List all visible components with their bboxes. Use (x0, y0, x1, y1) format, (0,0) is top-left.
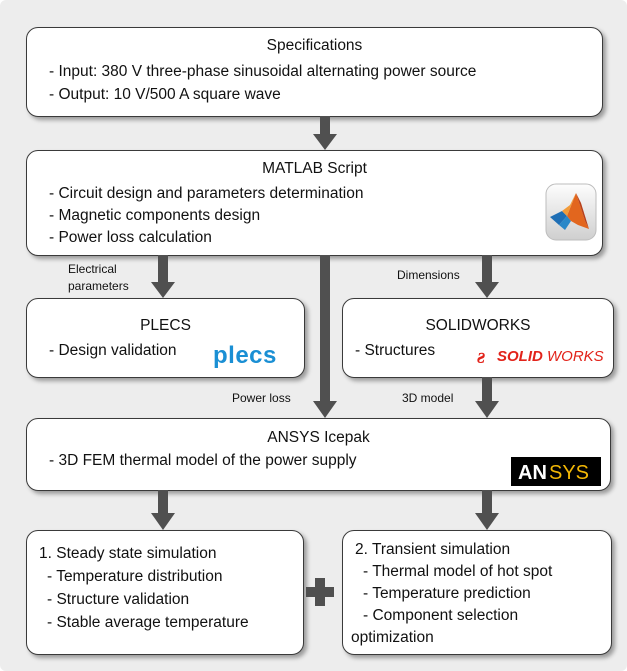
plecs-logo: plecs (213, 343, 277, 369)
ds-symbol-icon: ƨ (477, 343, 486, 368)
transient-line-component: - Component selection (363, 607, 519, 624)
plecs-line-validation: - Design validation (49, 342, 177, 359)
arrow-matlab-to-solidworks (475, 255, 499, 298)
steady-line-stable: - Stable average temperature (47, 614, 249, 631)
arrow-solidworks-to-ansys (475, 377, 499, 418)
matlab-box: MATLAB Script - Circuit design and param… (26, 150, 603, 256)
matlab-line-circuit: - Circuit design and parameters determin… (49, 185, 364, 202)
plus-icon (306, 578, 334, 606)
arrow-specifications-to-matlab (313, 116, 337, 150)
transient-line-hotspot: - Thermal model of hot spot (363, 563, 553, 580)
ansys-box: ANSYS Icepak - 3D FEM thermal model of t… (26, 418, 611, 491)
solidworks-title: SOLIDWORKS (425, 317, 531, 334)
label-dimensions: Dimensions (397, 268, 460, 282)
transient-box: 2. Transient simulation - Thermal model … (342, 530, 612, 655)
solidworks-line-structures: - Structures (355, 342, 436, 359)
matlab-line-magnetic: - Magnetic components design (49, 207, 261, 224)
label-3d-model: 3D model (402, 391, 454, 405)
plecs-logo-text: plecs (213, 343, 277, 369)
transient-line-title: 2. Transient simulation (355, 541, 511, 558)
arrow-ansys-to-transient (475, 490, 499, 530)
plecs-title: PLECS (140, 317, 191, 334)
steady-line-temperature: - Temperature distribution (47, 568, 223, 585)
steady-line-title: 1. Steady state simulation (39, 545, 217, 562)
matlab-title: MATLAB Script (262, 160, 367, 177)
steady-state-box: 1. Steady state simulation - Temperature… (26, 530, 304, 655)
specifications-title: Specifications (266, 37, 363, 54)
steady-line-structure: - Structure validation (47, 591, 190, 608)
solidworks-logo: ƨ SOLID WORKS (477, 343, 604, 368)
ansys-logo-text-b: SYS (549, 462, 589, 484)
ansys-line-fem: - 3D FEM thermal model of the power supp… (49, 452, 357, 469)
arrow-matlab-to-ansys (313, 255, 337, 418)
label-electrical-line2: parameters (68, 279, 129, 293)
solidworks-logo-text-rest: WORKS (547, 348, 604, 365)
arrow-matlab-to-plecs (151, 255, 175, 298)
transient-line-optimization: optimization (351, 629, 434, 646)
ansys-title: ANSYS Icepak (267, 429, 370, 446)
solidworks-box: SOLIDWORKS - Structures ƨ SOLID WORKS (342, 298, 614, 378)
arrow-ansys-to-steady (151, 490, 175, 530)
matlab-logo (545, 183, 597, 241)
transient-line-prediction: - Temperature prediction (363, 585, 531, 602)
matlab-line-power-loss: - Power loss calculation (49, 229, 212, 246)
plecs-box: PLECS - Design validation plecs (26, 298, 305, 378)
specifications-box: Specifications - Input: 380 V three-phas… (26, 27, 603, 117)
specifications-output-line: - Output: 10 V/500 A square wave (49, 86, 281, 103)
ansys-logo: AN SYS (511, 457, 601, 486)
label-power-loss: Power loss (232, 391, 291, 405)
specifications-input-line: - Input: 380 V three-phase sinusoidal al… (49, 63, 477, 80)
label-electrical-line1: Electrical (68, 262, 117, 276)
solidworks-logo-text-bold: SOLID (497, 348, 543, 365)
ansys-logo-text-a: AN (518, 462, 547, 484)
